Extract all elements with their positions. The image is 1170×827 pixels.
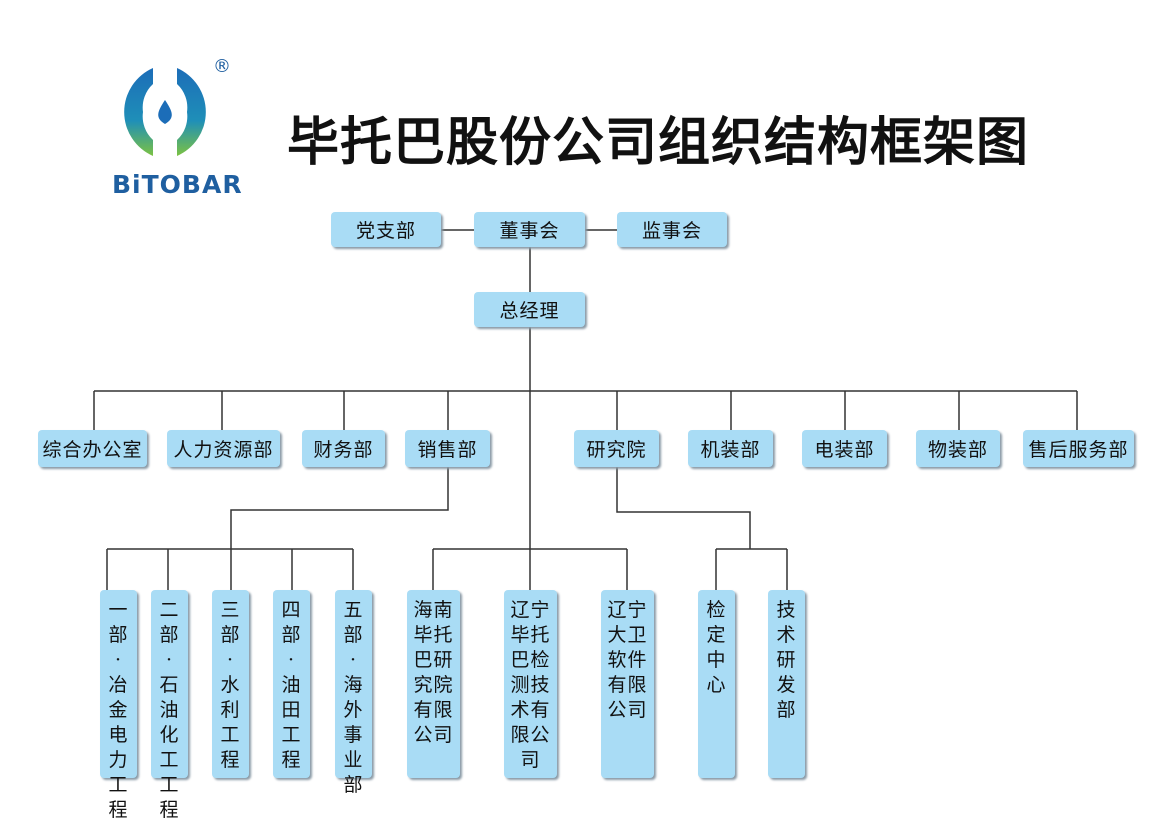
general-manager-box: 总经理 xyxy=(474,292,585,327)
board-of-directors-box: 董事会 xyxy=(474,212,585,247)
research-unit-box: 技术研发部 xyxy=(768,590,805,778)
department-box: 综合办公室 xyxy=(38,430,147,467)
department-box: 机装部 xyxy=(688,430,773,467)
sales-unit-box: 一部·冶金电力工程 xyxy=(100,590,137,821)
subsidiary-box: 辽宁毕托巴检测技术有限公司 xyxy=(504,590,557,778)
department-box: 电装部 xyxy=(802,430,887,467)
svg-text:®: ® xyxy=(213,56,231,77)
sales-unit-box: 二部·石油化工工程 xyxy=(151,590,188,821)
sales-unit-box: 三部·水利工程 xyxy=(212,590,249,778)
page-title: 毕托巴股份公司组织结构框架图 xyxy=(287,113,1030,173)
department-box: 财务部 xyxy=(302,430,385,467)
department-box: 研究院 xyxy=(574,430,659,467)
department-box: 物装部 xyxy=(916,430,1000,467)
subsidiary-box: 海南毕托巴研究院有限公司 xyxy=(407,590,460,778)
subsidiary-box: 辽宁大卫软件有限公司 xyxy=(601,590,654,778)
bitobar-logo: ® xyxy=(124,56,231,156)
supervisory-board-box: 监事会 xyxy=(617,212,727,247)
brand-name: BiTOBAR xyxy=(112,170,243,199)
party-branch-box: 党支部 xyxy=(331,212,441,247)
department-box: 销售部 xyxy=(405,430,490,467)
department-box: 人力资源部 xyxy=(167,430,280,467)
research-unit-box: 检定中心 xyxy=(698,590,735,778)
sales-unit-box: 四部·油田工程 xyxy=(273,590,310,778)
department-box: 售后服务部 xyxy=(1023,430,1134,467)
sales-unit-box: 五部·海外事业部 xyxy=(335,590,372,796)
